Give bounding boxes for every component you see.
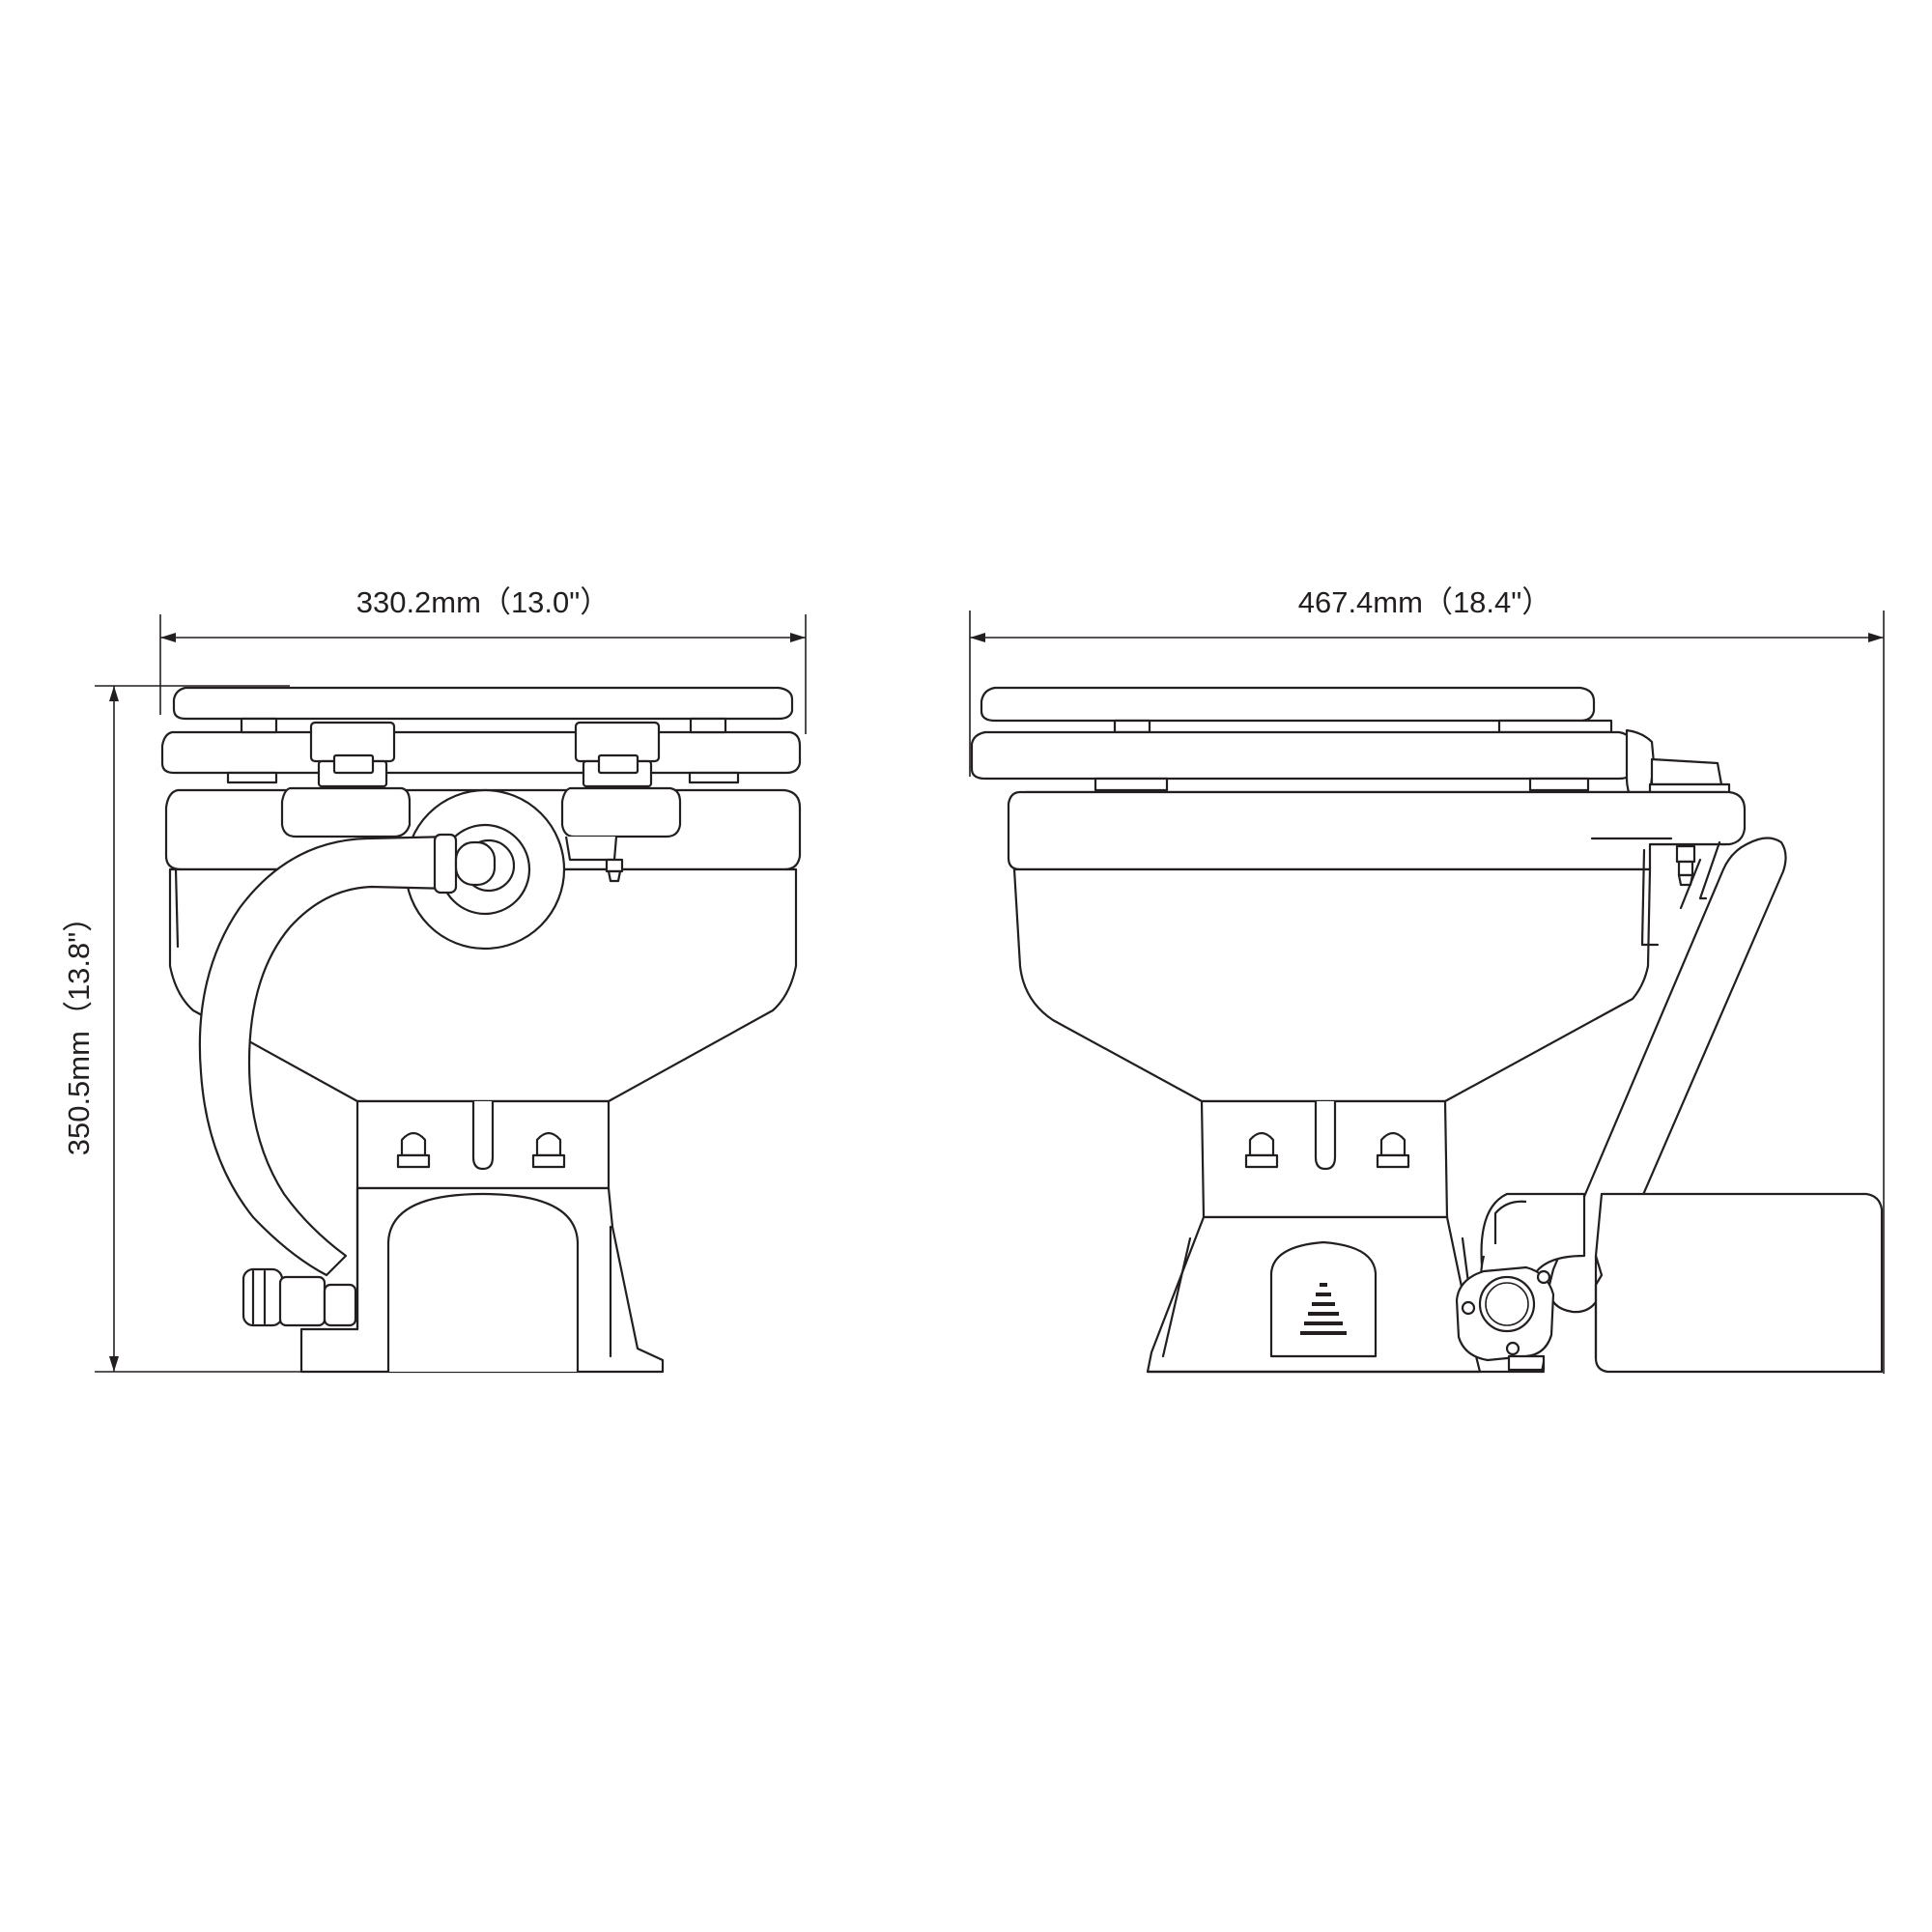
side-view-toilet	[970, 686, 1884, 1374]
front-lid	[172, 686, 794, 721]
side-pump-outlet	[1455, 1192, 1586, 1374]
height-dimension: 350.5mm（13.8"）	[62, 685, 309, 1373]
front-view-toilet	[160, 686, 802, 1374]
front-bolts	[396, 1131, 566, 1169]
side-label-plate	[1269, 1240, 1378, 1358]
side-seat	[970, 730, 1634, 781]
front-seat	[160, 730, 802, 775]
front-width-label: 330.2mm（13.0"）	[356, 585, 611, 619]
side-label-mark	[1300, 1283, 1347, 1335]
front-hose	[198, 835, 454, 1277]
side-length-label: 467.4mm（18.4"）	[1298, 585, 1552, 619]
front-hinge-right	[560, 721, 682, 838]
side-bowl-body	[1012, 867, 1652, 1103]
front-hinge-left	[280, 721, 412, 838]
front-outlet-connector	[242, 1267, 357, 1327]
width-dimension-front: 330.2mm（13.0"）	[159, 585, 807, 734]
length-dimension-side: 467.4mm（18.4"）	[969, 585, 1885, 1374]
side-lid	[980, 686, 1596, 723]
side-bolts	[1244, 1131, 1410, 1169]
height-label: 350.5mm（13.8"）	[62, 902, 96, 1156]
side-motor-housing	[1594, 1192, 1884, 1374]
